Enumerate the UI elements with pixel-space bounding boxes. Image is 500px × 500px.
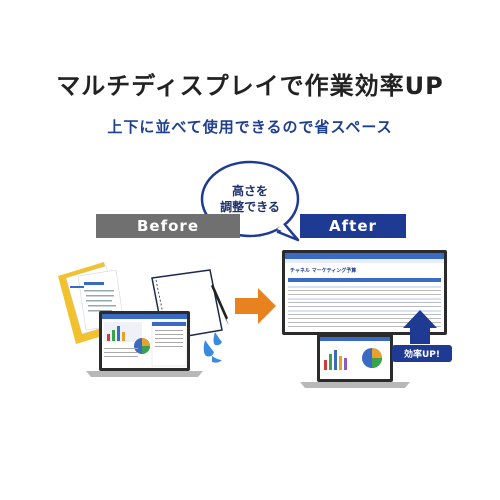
monitor-sheet-title: チャネル マーケティング予算 [290,268,357,274]
sweat-drops-icon [203,332,222,363]
pen-icon [211,284,229,326]
subheadline: 上下に並べて使用できるので省スペース [107,118,393,136]
efficiency-badge: 効率UP! [392,345,452,362]
callout-text: 高さを 調整できる [200,183,300,215]
laptop-before [86,311,203,377]
callout-line-1: 高さを [231,184,268,198]
laptop-after [300,334,410,388]
headline: マルチディスプレイで作業効率UP [56,72,444,100]
up-arrow-icon [403,310,437,344]
callout-line-2: 調整できる [220,200,280,214]
external-monitor [282,250,447,335]
before-label: Before [96,214,240,238]
right-arrow-icon [235,288,276,324]
after-label: After [300,214,406,238]
